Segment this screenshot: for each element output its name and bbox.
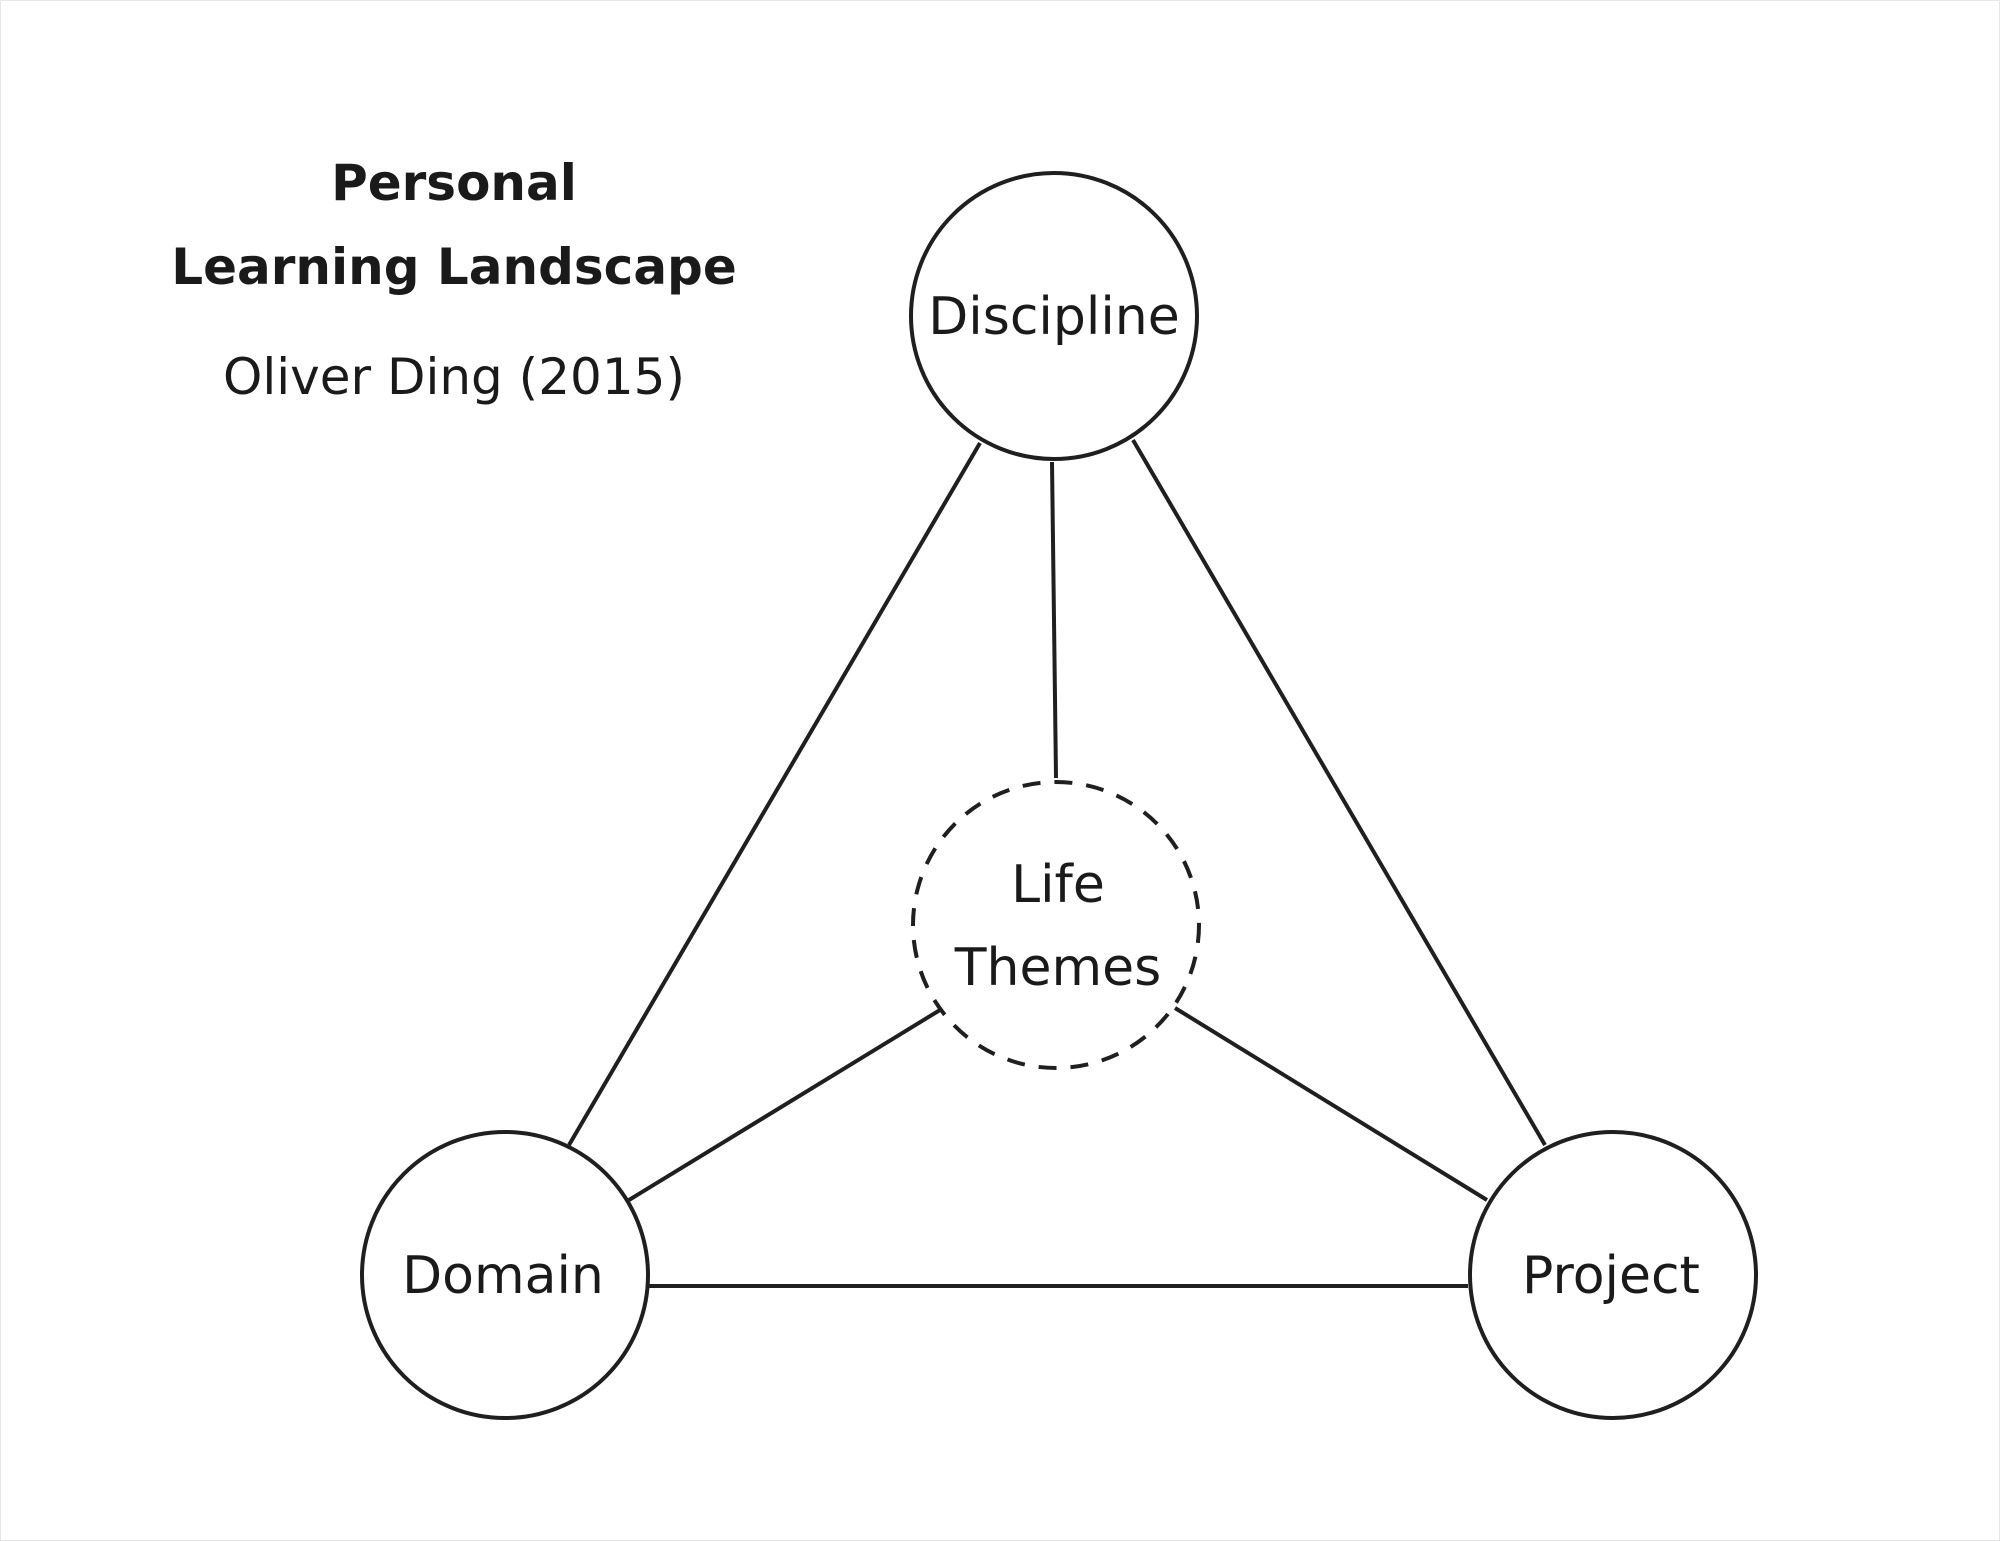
author-credit: Oliver Ding (2015): [223, 348, 685, 406]
edge-discipline-domain: [567, 441, 982, 1147]
life-themes-label-line-1: Life: [1011, 855, 1105, 915]
title-block: Personal Learning Landscape Oliver Ding …: [171, 154, 737, 406]
edge-discipline-life-themes: [1050, 461, 1058, 779]
node-discipline: Discipline: [909, 171, 1199, 461]
edge-discipline-project: [1131, 438, 1547, 1147]
node-project: Project: [1468, 1130, 1758, 1420]
domain-circle: [360, 1130, 650, 1420]
edges: [567, 438, 1547, 1288]
discipline-circle: [909, 171, 1199, 461]
project-label: Project: [1522, 1246, 1700, 1306]
title-line-2: Learning Landscape: [171, 238, 737, 296]
life-themes-label-line-2: Themes: [954, 938, 1161, 998]
title-line-1: Personal: [331, 154, 577, 212]
project-circle: [1468, 1130, 1758, 1420]
edge-life-themes-domain: [627, 1008, 942, 1202]
discipline-label: Discipline: [928, 287, 1179, 347]
domain-label: Domain: [402, 1246, 604, 1306]
life-themes-dashed-circle: [911, 780, 1201, 1070]
node-life-themes: Life Themes: [911, 780, 1201, 1070]
node-domain: Domain: [360, 1130, 650, 1420]
edge-life-themes-project: [1173, 1006, 1489, 1202]
